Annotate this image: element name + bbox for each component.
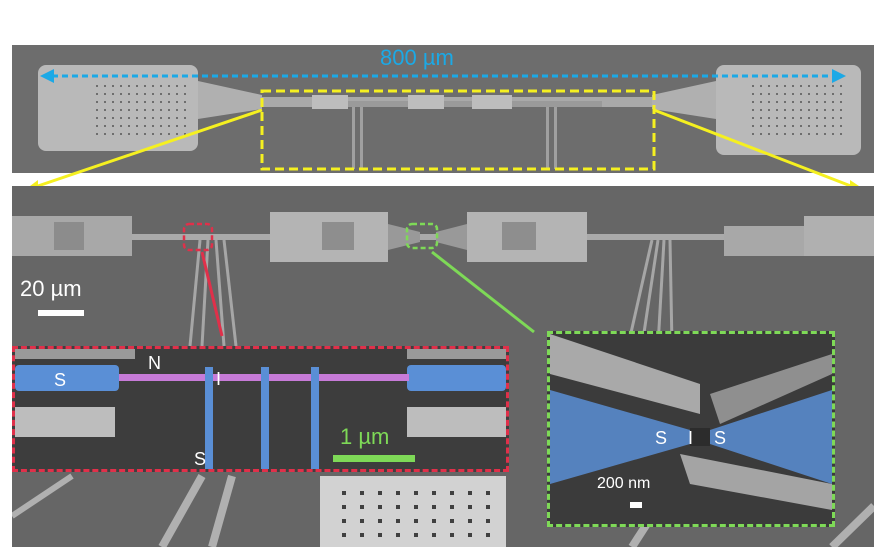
label-s-right-inset-right: S: [714, 428, 727, 448]
right-inset-sis: [547, 331, 835, 527]
label-n: N: [148, 353, 161, 373]
label-s-bottom: S: [194, 449, 207, 469]
scale-bar-20um: [38, 310, 84, 316]
left-superconductor-wedge: [550, 390, 690, 484]
scale-label-200nm: 200 nm: [597, 475, 651, 492]
insulator-gap: [690, 428, 710, 446]
length-label: 800 µm: [380, 45, 454, 70]
scale-bar-1um: [333, 455, 415, 462]
red-region-marker: [182, 222, 224, 337]
scale-label-1um: 1 µm: [340, 424, 390, 449]
green-region-marker: [405, 222, 535, 334]
s-probe-2: [261, 367, 269, 469]
right-superconductor-wedge: [710, 390, 832, 484]
scale-bar-200nm: [630, 502, 642, 508]
right-superconductor: [407, 365, 506, 391]
label-i-right: I: [688, 428, 694, 448]
label-s-left: S: [54, 370, 67, 390]
bottom-pad-dots: [342, 491, 490, 537]
left-inset-sns: [12, 346, 509, 472]
s-probe-1: [205, 367, 213, 469]
label-s-right-inset-left: S: [655, 428, 668, 448]
left-inset-image: [15, 349, 506, 469]
s-probe-3: [311, 367, 319, 469]
length-arrow: [40, 69, 846, 83]
right-inset-image: [550, 334, 832, 524]
scale-label-20um: 20 µm: [20, 276, 82, 301]
label-i-left: I: [216, 369, 222, 389]
left-superconductor: [15, 365, 119, 391]
